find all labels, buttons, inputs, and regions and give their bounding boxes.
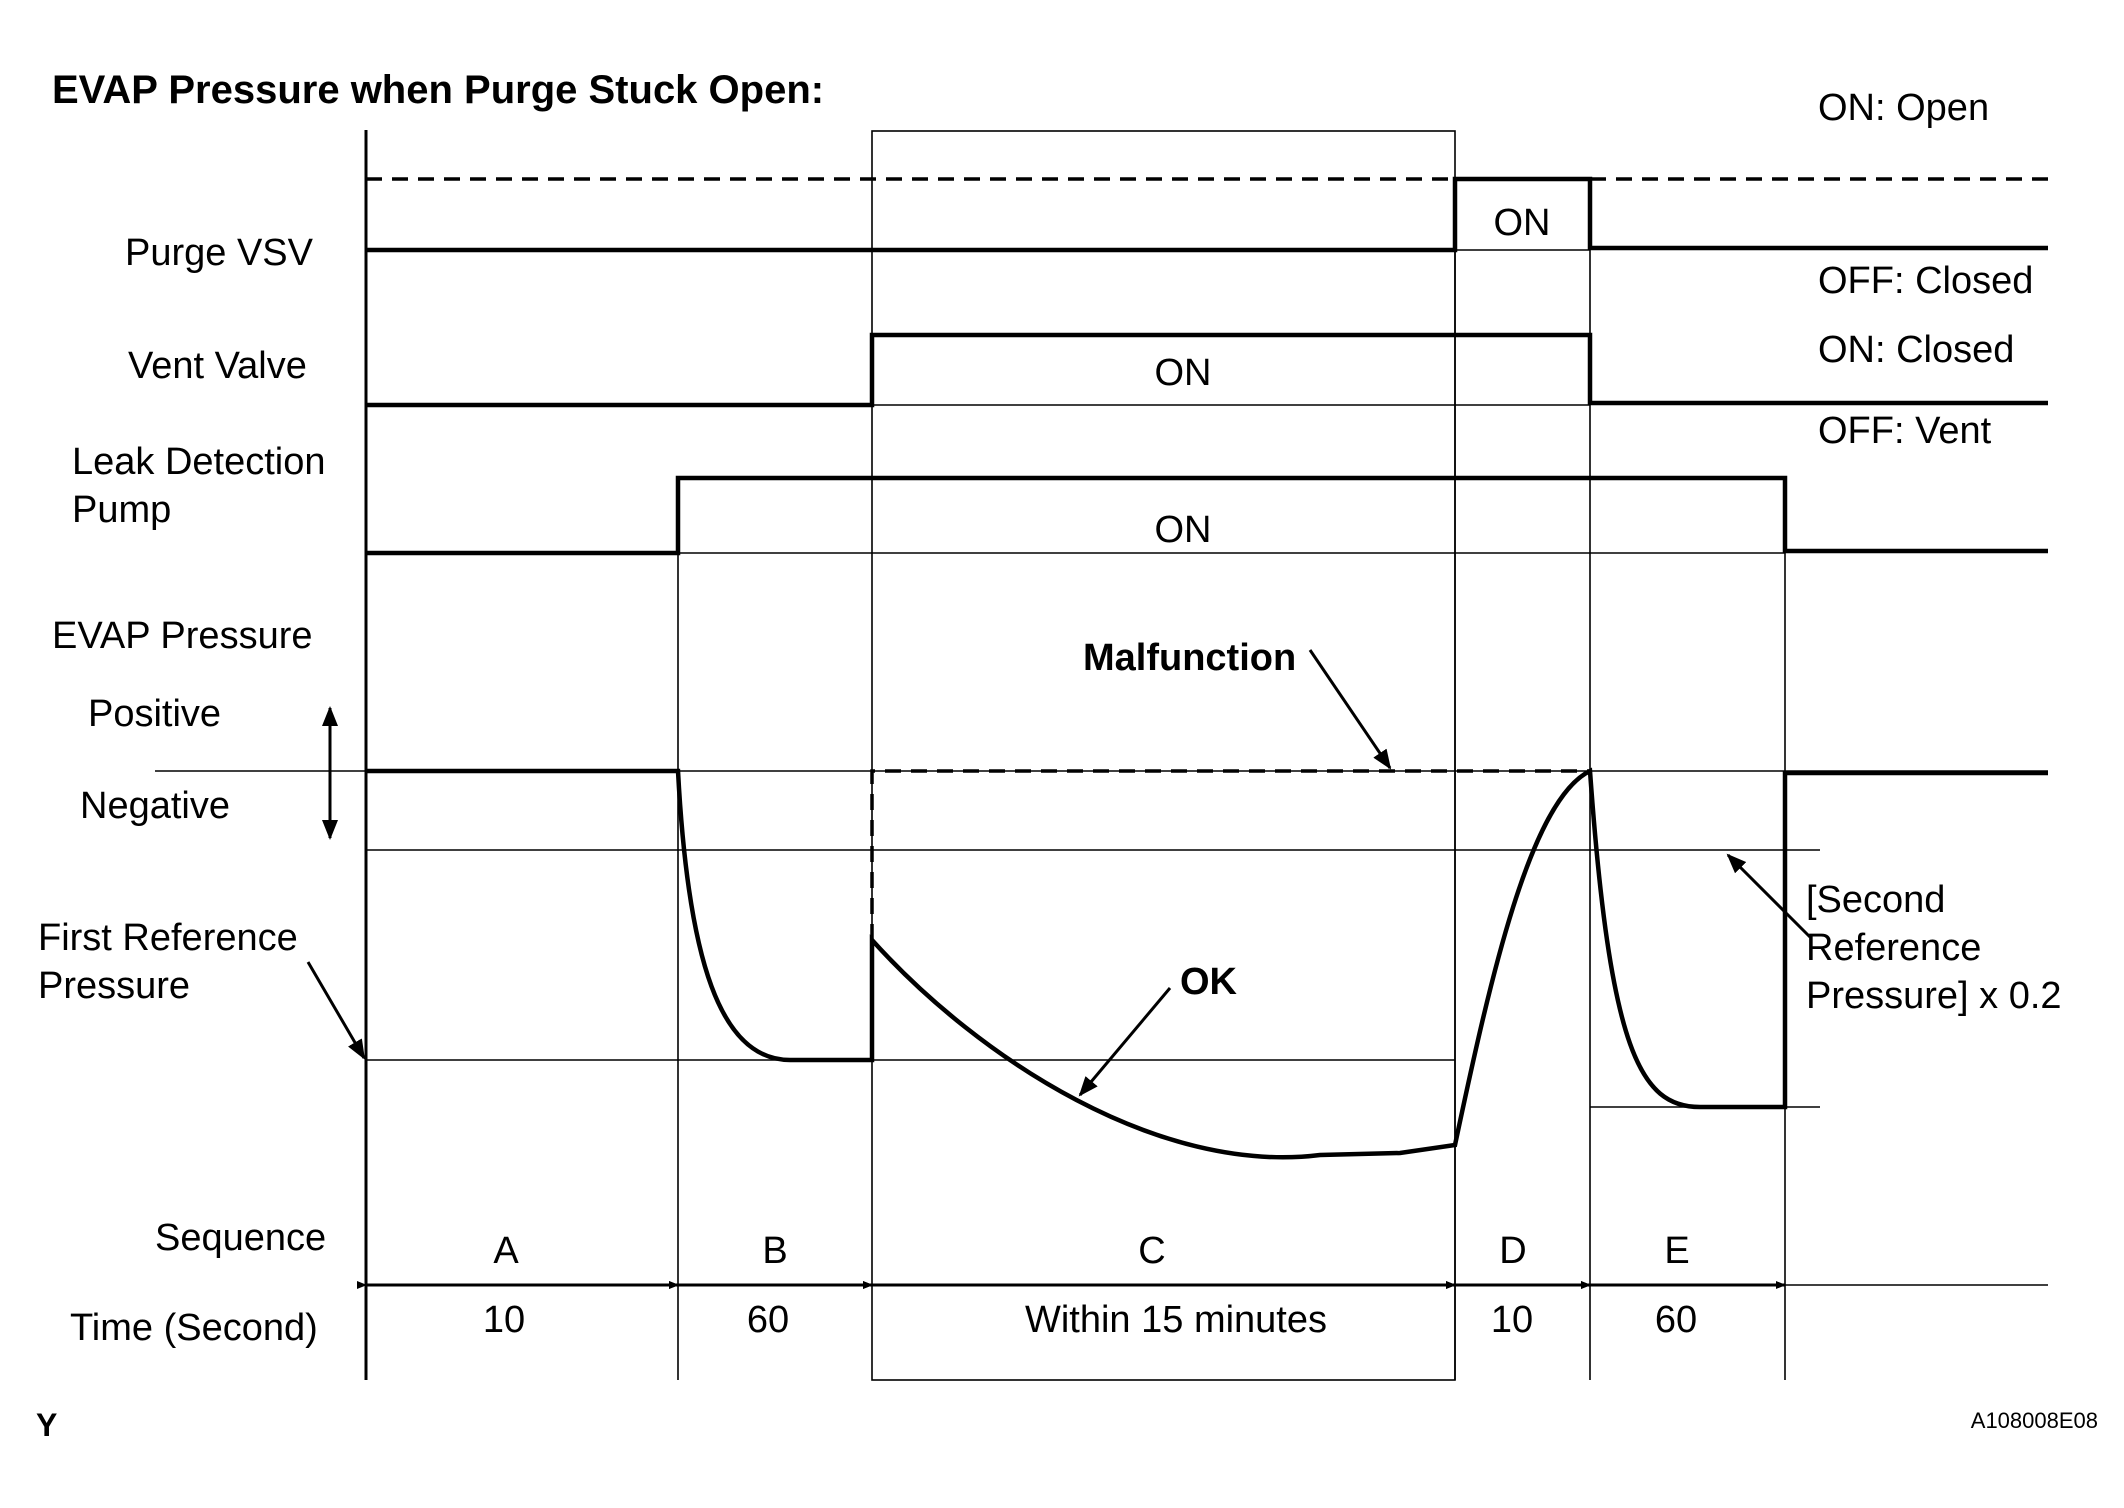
second-reference-label-line3: Pressure] x 0.2	[1806, 975, 2062, 1017]
time-d-value: 10	[1491, 1299, 1533, 1341]
positive-label: Positive	[88, 693, 221, 735]
negative-label: Negative	[80, 785, 230, 827]
evap-pressure-label: EVAP Pressure	[52, 615, 313, 657]
second-reference-label-line1: [Second	[1806, 879, 1945, 921]
time-b-value: 60	[747, 1299, 789, 1341]
malfunction-arrow	[1308, 649, 1392, 770]
vent-on-state-label: ON: Closed	[1818, 329, 2014, 371]
purge-on-label: ON	[1494, 202, 1551, 244]
ok-arrow	[1078, 987, 1172, 1097]
malfunction-label: Malfunction	[1083, 637, 1296, 679]
second-reference-arrow	[1726, 853, 1812, 939]
pump-label-line1: Leak Detection	[72, 441, 326, 483]
sequence-c-label: C	[1138, 1230, 1165, 1272]
first-reference-arrow	[306, 961, 366, 1060]
sequence-a-label: A	[493, 1230, 519, 1272]
sequence-e-label: E	[1664, 1230, 1689, 1272]
evap-pressure-ok-curve	[366, 767, 2048, 1160]
diagram-title: EVAP Pressure when Purge Stuck Open:	[52, 68, 824, 112]
sequence-label: Sequence	[155, 1217, 326, 1259]
first-reference-label-line2: Pressure	[38, 965, 190, 1007]
time-a-value: 10	[483, 1299, 525, 1341]
vent-off-state-label: OFF: Vent	[1818, 410, 1992, 452]
vent-valve-label: Vent Valve	[128, 345, 307, 387]
purge-vsv-signal	[366, 176, 2048, 253]
second-reference-label-line2: Reference	[1806, 927, 1981, 969]
vent-valve-signal	[366, 332, 2048, 408]
pump-label-line2: Pump	[72, 489, 171, 531]
purge-off-state-label: OFF: Closed	[1818, 260, 2033, 302]
ok-label: OK	[1180, 961, 1238, 1003]
time-label: Time (Second)	[70, 1307, 318, 1349]
phase-c-box	[871, 130, 1456, 1381]
sequence-d-label: D	[1499, 1230, 1526, 1272]
purge-on-state-label: ON: Open	[1818, 87, 1989, 129]
sequence-b-label: B	[762, 1230, 787, 1272]
figure-code: A108008E08	[1971, 1408, 2098, 1433]
purge-vsv-label: Purge VSV	[125, 232, 314, 274]
vent-on-label: ON	[1155, 352, 1212, 394]
evap-pressure-malfunction-curve	[870, 769, 1590, 940]
time-c-value: Within 15 minutes	[1025, 1299, 1327, 1341]
time-e-value: 60	[1655, 1299, 1697, 1341]
footer-left-mark: Y	[36, 1407, 57, 1443]
pump-signal	[366, 475, 2048, 556]
first-reference-label-line1: First Reference	[38, 917, 298, 959]
pump-on-label: ON	[1155, 509, 1212, 551]
